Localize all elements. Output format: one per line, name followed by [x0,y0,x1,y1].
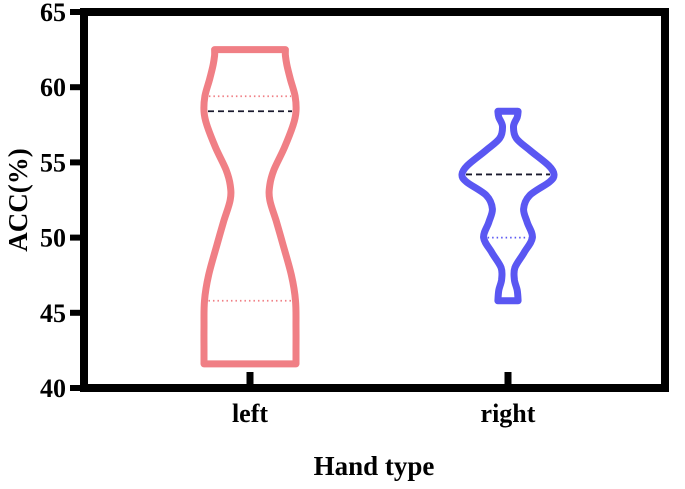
violin-body [458,107,558,305]
violin-body [200,46,300,368]
y-tick-layer: 40 45 50 55 60 65 [40,0,84,403]
y-tick-label: 50 [40,224,66,253]
y-axis-title: ACC(%) [3,148,33,251]
y-tick-label: 65 [40,0,66,27]
plot-frame [80,8,669,392]
violin-right [458,107,558,305]
x-tick-layer: left right [232,372,536,428]
violin-left [200,46,300,368]
x-axis-title: Hand type [314,451,435,481]
y-tick-label: 55 [40,148,66,177]
x-tick-label: left [232,399,268,428]
violin-layer [200,46,558,368]
y-tick-label: 40 [40,374,66,403]
y-tick-label: 45 [40,299,66,328]
y-tick-label: 60 [40,73,66,102]
x-tick-label: right [481,399,536,428]
